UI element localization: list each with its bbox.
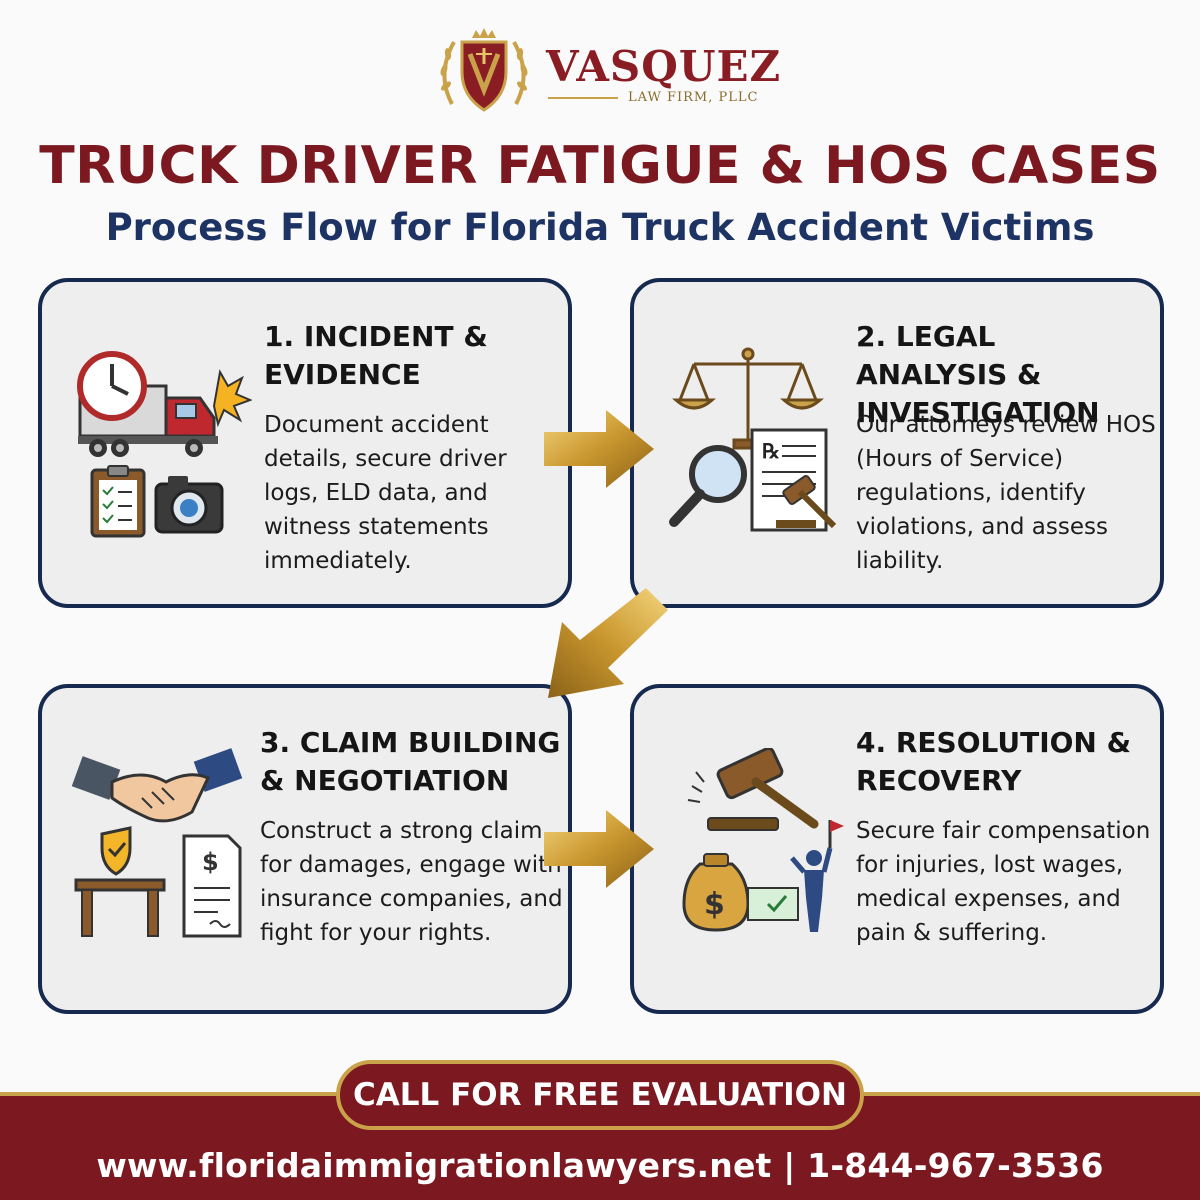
step-body: Our attorneys review HOS (Hours of Servi…	[856, 412, 1156, 574]
page-subtitle: Process Flow for Florida Truck Accident …	[105, 206, 1095, 249]
camera-icon	[154, 476, 224, 534]
resolution-illustration: $	[682, 748, 844, 932]
crest-icon	[440, 28, 528, 112]
clipboard-icon	[90, 465, 146, 538]
handshake-icon	[72, 748, 243, 823]
step-body: Secure fair compensation for injuries, l…	[856, 818, 1151, 946]
firm-logo: VASQUEZ LAW FIRM, PLLC	[432, 24, 780, 120]
check-icon	[747, 887, 799, 921]
step-card-2: ℞ 2. LEGAL ANALYSIS & INVESTIGATION Our …	[630, 278, 1164, 608]
shield-check-icon	[100, 826, 132, 876]
step-card-1: 1. INCIDENT & EVIDENCE Document accident…	[38, 278, 572, 608]
step-title: 2. LEGAL ANALYSIS & INVESTIGATION	[856, 320, 1100, 429]
contact-info[interactable]: www.floridaimmigrationlawyers.net | 1-84…	[96, 1146, 1104, 1185]
free-evaluation-button[interactable]: CALL FOR FREE EVALUATION	[336, 1060, 864, 1130]
step-card-3: $ 3. CLAIM BUILDING & NEGOTIATION Constr…	[38, 684, 572, 1014]
step-title: 3. CLAIM BUILDING & NEGOTIATION	[260, 726, 561, 797]
legal-analysis-illustration: ℞	[669, 347, 837, 532]
step-body: Document accident details, secure driver…	[264, 412, 507, 574]
firm-subtitle: LAW FIRM, PLLC	[628, 90, 759, 105]
money-bag-icon: $	[682, 853, 750, 932]
dollar-mark: $	[704, 887, 725, 922]
step-body: Construct a strong claim for damages, en…	[260, 818, 563, 946]
logo-divider	[548, 97, 618, 99]
arrow-diagonal-icon	[548, 588, 668, 698]
gavel-icon	[687, 748, 819, 831]
gavel-icon	[776, 475, 837, 529]
magnifier-icon	[669, 445, 747, 527]
person-flag-icon	[790, 820, 844, 932]
scales-icon	[672, 347, 824, 450]
step-title: 1. INCIDENT & EVIDENCE	[264, 320, 488, 391]
crash-icon	[212, 369, 252, 428]
step-title: 4. RESOLUTION & RECOVERY	[856, 726, 1132, 797]
incident-illustration	[77, 351, 252, 538]
invoice-icon: $	[182, 834, 242, 938]
clock-icon	[77, 351, 147, 421]
desk-icon	[74, 878, 166, 937]
rx-mark: ℞	[762, 439, 780, 463]
document-icon: ℞	[750, 428, 828, 532]
firm-name: VASQUEZ	[546, 42, 782, 91]
claim-illustration: $	[72, 748, 243, 938]
step-card-4: $ 4. RESOLUTION & RECOVERY Secure fair c…	[630, 684, 1164, 1014]
page-title: TRUCK DRIVER FATIGUE & HOS CASES	[39, 136, 1161, 196]
dollar-mark: $	[202, 848, 219, 876]
arrow-right-2-icon	[544, 810, 654, 888]
arrow-right-1-icon	[544, 410, 654, 488]
